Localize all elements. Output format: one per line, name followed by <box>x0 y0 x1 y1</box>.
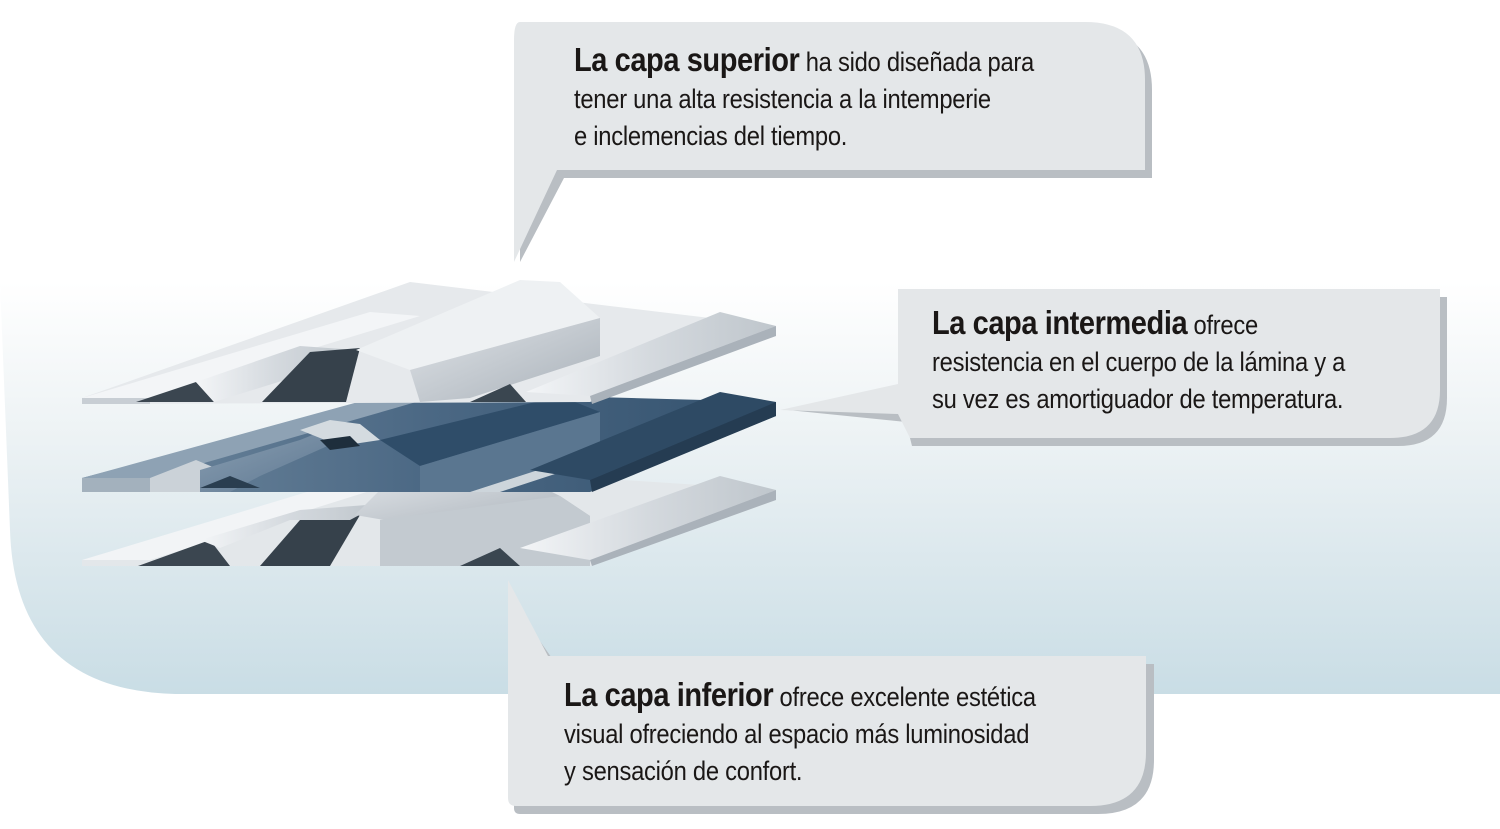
callout-bubble-middle <box>780 289 1447 446</box>
callout-text-middle: La capa intermedia ofrece resistencia en… <box>932 304 1345 418</box>
callout-middle-lead: La capa intermedia <box>932 304 1188 341</box>
callout-text-bottom: La capa inferior ofrece excelente estéti… <box>564 676 1036 790</box>
layer-top-sheet <box>82 280 776 404</box>
callout-middle-line2: resistencia en el cuerpo de la lámina y … <box>932 347 1346 377</box>
callout-top-lead: La capa superior <box>574 41 800 78</box>
callout-bottom-line1: La capa inferior ofrece excelente estéti… <box>564 676 1036 716</box>
callout-bottom-line2: visual ofreciendo al espacio más luminos… <box>564 719 1030 749</box>
callout-top-line1: La capa superior ha sido diseñada para <box>574 41 1034 81</box>
callout-bubble-top <box>514 22 1152 262</box>
layer-middle-sheet <box>82 392 776 492</box>
callout-bubble-bottom <box>508 580 1154 814</box>
callout-top-line3: e inclemencias del tiempo. <box>574 121 848 151</box>
callout-bottom-line1-rest: ofrece excelente estética <box>779 682 1037 712</box>
callout-top-line1-rest: ha sido diseñada para <box>805 47 1035 77</box>
callout-bottom-lead: La capa inferior <box>564 676 774 713</box>
callout-top-line2: tener una alta resistencia a la intemper… <box>574 84 991 114</box>
callout-middle-line1-rest: ofrece <box>1193 310 1258 340</box>
layer-bottom-sheet <box>82 466 776 566</box>
callout-middle-line1: La capa intermedia ofrece <box>932 304 1345 344</box>
callout-middle-line3: su vez es amortiguador de temperatura. <box>932 384 1344 414</box>
callout-text-top: La capa superior ha sido diseñada para t… <box>574 41 1034 155</box>
callout-bottom-line3: y sensación de confort. <box>564 756 803 786</box>
